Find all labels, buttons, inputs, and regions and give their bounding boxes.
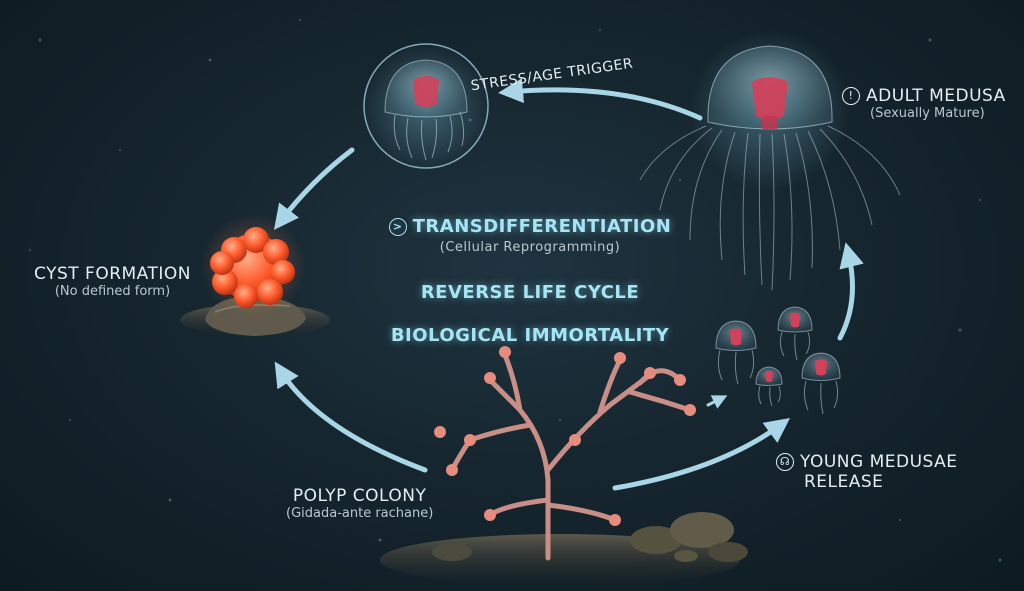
arrow-young-to-adult [837, 242, 864, 341]
biological-immortality: BIOLOGICAL IMMORTALITY [390, 325, 670, 346]
young-medusa-1 [715, 320, 757, 385]
adult-medusa-label: !ADULT MEDUSA (Sexually Mature) [842, 86, 1006, 121]
arrow-adult-to-transdiff [498, 78, 703, 121]
jellyfish-icon: ☊ [776, 453, 794, 471]
reverse-life-cycle: REVERSE LIFE CYCLE [420, 282, 640, 303]
adult-medusa [639, 30, 901, 291]
polyp-label: POLYP COLONY (Gidada-ante rachane) [286, 486, 434, 521]
young-medusa-4 [801, 352, 841, 415]
young-medusa-3 [755, 366, 783, 407]
arrow-polyp-to-cyst [274, 361, 428, 473]
arrow-polyp-release [706, 395, 728, 409]
young-medusae [715, 306, 841, 415]
young-medusa-2 [777, 306, 813, 361]
transdiff-medusa [362, 42, 490, 170]
arrow-polyp-to-young [612, 418, 791, 491]
alert-icon: ! [842, 87, 860, 105]
cyst-label: CYST FORMATION (No defined form) [34, 264, 191, 299]
cyst [180, 214, 330, 336]
transdiff-title: >TRANSDIFFERENTIATION [320, 216, 740, 237]
arrow-transdiff-to-cyst [273, 147, 355, 230]
polyp-colony [380, 346, 748, 586]
transdiff-subtitle: (Cellular Reprogramming) [439, 240, 621, 255]
chevron-right-icon: > [388, 218, 407, 236]
particles [29, 19, 1002, 562]
young-medusae-label: ☊YOUNG MEDUSAE RELEASE [776, 452, 958, 492]
